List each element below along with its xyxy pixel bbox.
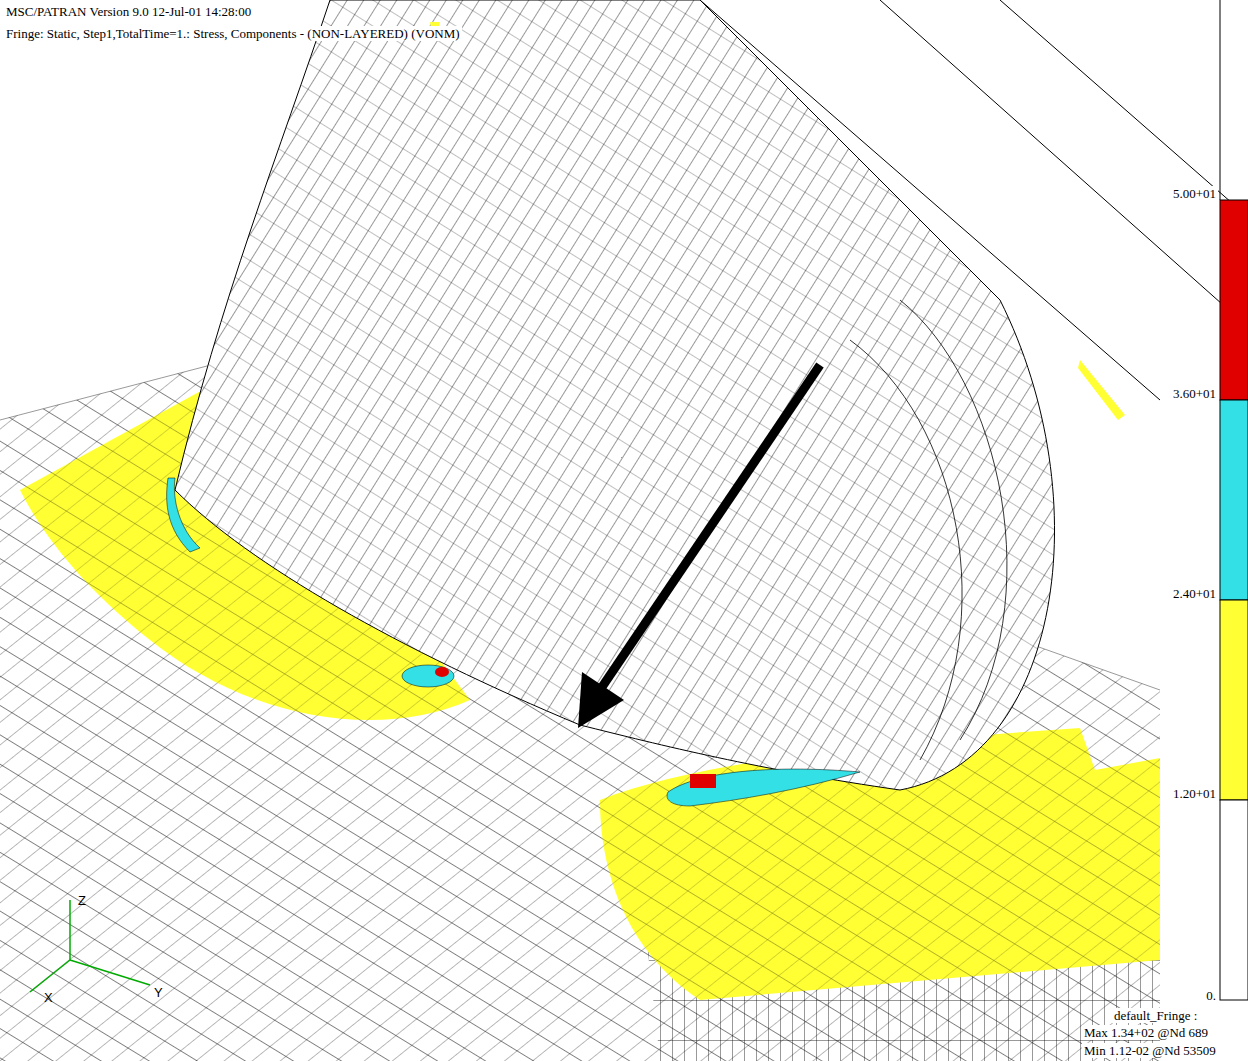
stress-peak — [435, 667, 449, 677]
structure-edge — [700, 0, 1240, 400]
fringe-value: 3.60+01 — [1171, 386, 1218, 401]
header-text: MSC/PATRAN Version 9.0 12-Jul-01 14:28:0… — [4, 4, 253, 19]
fringe-band — [1220, 200, 1248, 400]
axis-line — [30, 960, 70, 992]
stress-region — [1078, 360, 1125, 420]
fringe-band — [1220, 800, 1248, 1000]
axis-label: Z — [76, 893, 88, 908]
fringe-band — [1220, 600, 1248, 800]
nozzle-cone — [175, 0, 1055, 790]
fringe-info: default_Fringe : — [1112, 1008, 1199, 1023]
fringe-info: Max 1.34+02 @Nd 689 — [1082, 1025, 1210, 1040]
fringe-value: 1.20+01 — [1171, 786, 1218, 801]
stress-region — [167, 478, 200, 552]
fringe-value: 5.00+01 — [1171, 186, 1218, 201]
fringe-band — [1220, 400, 1248, 600]
axis-line — [69, 900, 71, 960]
axis-line — [70, 960, 150, 985]
axis-label: X — [42, 990, 55, 1005]
fringe-value: 0. — [1204, 988, 1218, 1003]
stress-peak — [690, 774, 716, 788]
load-arrow — [600, 365, 820, 690]
stress-hotspot — [667, 769, 860, 806]
load-arrowhead — [578, 672, 624, 728]
fringe-info: Min 1.12-02 @Nd 53509 — [1082, 1043, 1218, 1058]
stress-hotspot — [402, 665, 454, 687]
fringe-value: 2.40+01 — [1171, 586, 1218, 601]
header-text: Fringe: Static, Step1,TotalTime=1.: Stre… — [4, 26, 462, 41]
axis-label: Y — [152, 985, 165, 1000]
